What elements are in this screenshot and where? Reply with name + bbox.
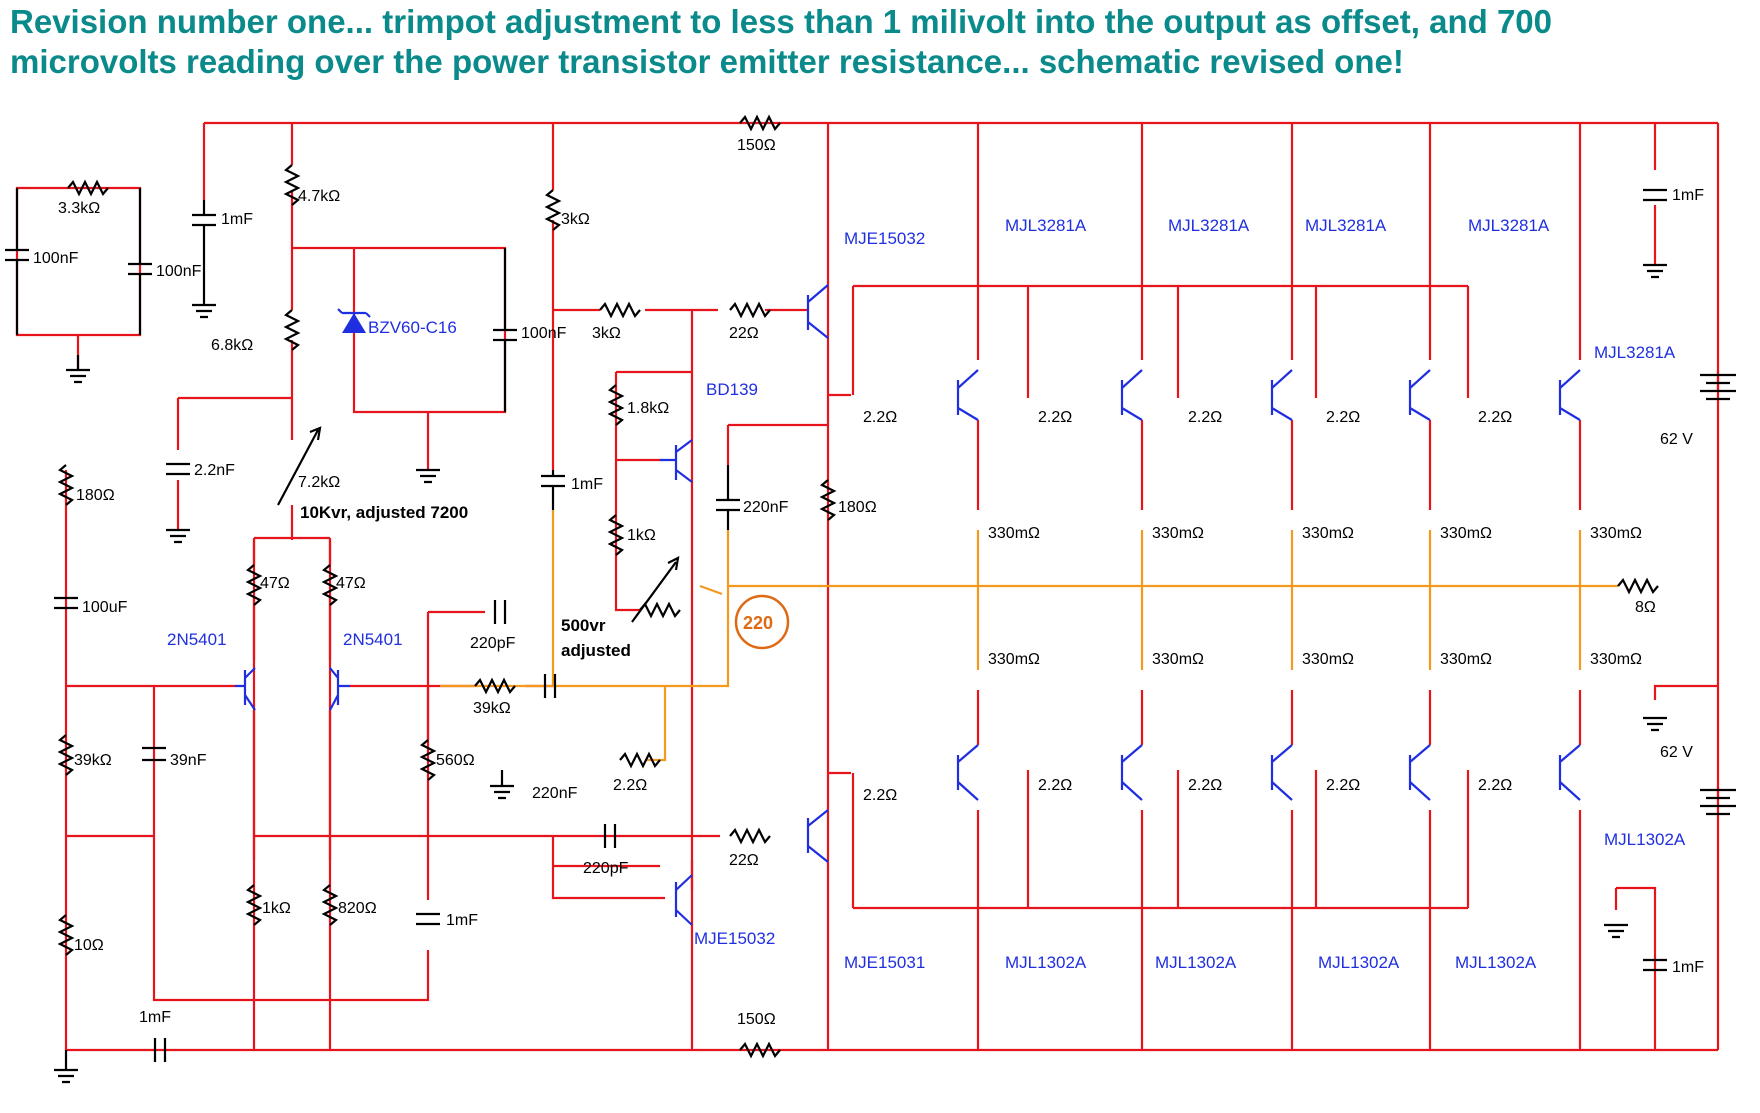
- label-c-220pf-b: 220pF: [583, 860, 629, 877]
- label-q-upper-1: MJL3281A: [1005, 216, 1087, 235]
- label-zener: BZV60-C16: [368, 318, 457, 337]
- label-c-100uf: 100uF: [82, 599, 128, 616]
- label-r-3k-v: 3kΩ: [561, 211, 590, 228]
- label-r-47-a: 47Ω: [260, 575, 290, 592]
- label-c-100nf-a: 100nF: [33, 250, 79, 267]
- label-r-1k-b: 1kΩ: [262, 900, 291, 917]
- label-r-gate-u1: 2.2Ω: [863, 409, 897, 426]
- label-q-mje15032-bot: MJE15032: [694, 929, 775, 948]
- label-q-lower-4: MJL1302A: [1455, 953, 1537, 972]
- label-r-22-bot: 22Ω: [729, 852, 759, 869]
- resistor-zigzags: [57, 114, 1659, 1059]
- label-r-gate-u4: 2.2Ω: [1326, 409, 1360, 426]
- label-v-bot: 62 V: [1660, 744, 1693, 761]
- label-c-1mf-top-right: 1mF: [1672, 187, 1704, 204]
- label-q-lower-1: MJL1302A: [1005, 953, 1087, 972]
- schematic-title: Revision number one... trimpot adjustmen…: [10, 2, 1750, 82]
- label-r-22-top: 22Ω: [729, 325, 759, 342]
- label-q-mje15032-top: MJE15032: [844, 229, 925, 248]
- zener-diode: [337, 308, 371, 333]
- ground-symbols: [54, 263, 1667, 1084]
- label-r-gate-l5: 2.2Ω: [1478, 777, 1512, 794]
- label-r-emitter-l3: 330mΩ: [1302, 651, 1354, 668]
- label-c-1mf-a: 1mF: [221, 211, 253, 228]
- label-r-150-top: 150Ω: [737, 137, 776, 154]
- label-r-gate-l4: 2.2Ω: [1326, 777, 1360, 794]
- label-r-1-8k: 1.8kΩ: [627, 400, 669, 417]
- label-r-emitter-l5: 330mΩ: [1590, 651, 1642, 668]
- label-r-6-8k: 6.8kΩ: [211, 337, 253, 354]
- label-r-47-b: 47Ω: [336, 575, 366, 592]
- label-c-1mf-b: 1mF: [571, 476, 603, 493]
- label-r-39k-v: 39kΩ: [74, 752, 112, 769]
- label-c-1mf-bot-right: 1mF: [1672, 959, 1704, 976]
- label-r-emitter-u5: 330mΩ: [1590, 525, 1642, 542]
- label-c-39nf: 39nF: [170, 752, 207, 769]
- label-r-emitter-l4: 330mΩ: [1440, 651, 1492, 668]
- label-r-emitter-u4: 330mΩ: [1440, 525, 1492, 542]
- label-r-emitter-u2: 330mΩ: [1152, 525, 1204, 542]
- label-q-upper-3: MJL3281A: [1305, 216, 1387, 235]
- label-q-bd139: BD139: [706, 380, 758, 399]
- label-note-500vr: 500vr: [561, 616, 606, 635]
- label-r-emitter-u1: 330mΩ: [988, 525, 1040, 542]
- label-q-lower-5: MJL1302A: [1604, 830, 1686, 849]
- label-r-gate-l2: 2.2Ω: [1038, 777, 1072, 794]
- supply-batteries: [1700, 373, 1736, 816]
- label-r-560: 560Ω: [436, 752, 475, 769]
- label-r-gate-u5: 2.2Ω: [1478, 409, 1512, 426]
- label-r-gate-l1: 2.2Ω: [863, 787, 897, 804]
- label-r-10: 10Ω: [74, 937, 104, 954]
- label-r-3-3k: 3.3kΩ: [58, 200, 100, 217]
- label-c-2-2nf: 2.2nF: [194, 462, 235, 479]
- label-v-top: 62 V: [1660, 431, 1693, 448]
- label-c-1mf-c: 1mF: [446, 912, 478, 929]
- label-c-100nf-b: 100nF: [156, 263, 202, 280]
- label-r-4-7k: 4.7kΩ: [298, 188, 340, 205]
- capacitor-plates: [5, 188, 1667, 1062]
- feedback-wiring: [440, 510, 1618, 762]
- transistor-symbols: [235, 284, 1581, 926]
- label-r-3k-h: 3kΩ: [592, 325, 621, 342]
- label-c-220nf-a: 220nF: [743, 499, 789, 516]
- label-q-upper-2: MJL3281A: [1168, 216, 1250, 235]
- label-q-lower-2: MJL1302A: [1155, 953, 1237, 972]
- label-note-adjusted: adjusted: [561, 641, 631, 660]
- label-q-2n5401-a: 2N5401: [167, 630, 227, 649]
- label-r-gate-u2: 2.2Ω: [1038, 409, 1072, 426]
- label-r-39k-h: 39kΩ: [473, 700, 511, 717]
- label-r-gate-l3: 2.2Ω: [1188, 777, 1222, 794]
- label-r-150-bot: 150Ω: [737, 1011, 776, 1028]
- label-r-180-mid: 180Ω: [838, 499, 877, 516]
- label-q-upper-4: MJL3281A: [1468, 216, 1550, 235]
- label-callout-220: 220: [743, 613, 773, 633]
- label-r-2-2-fb: 2.2Ω: [613, 777, 647, 794]
- label-r-820: 820Ω: [338, 900, 377, 917]
- label-r-180-left: 180Ω: [76, 487, 115, 504]
- label-r-emitter-u3: 330mΩ: [1302, 525, 1354, 542]
- component-labels: 150Ω 3.3kΩ 100nF 100nF 1mF 4.7kΩ 6.8kΩ B…: [33, 137, 1704, 1028]
- label-note-10k: 10Kvr, adjusted 7200: [300, 503, 468, 522]
- label-r-emitter-l1: 330mΩ: [988, 651, 1040, 668]
- label-r-emitter-l2: 330mΩ: [1152, 651, 1204, 668]
- label-r-load: 8Ω: [1635, 599, 1656, 616]
- label-c-1mf-d: 1mF: [139, 1009, 171, 1026]
- label-q-2n5401-b: 2N5401: [343, 630, 403, 649]
- title-line-2: microvolts reading over the power transi…: [10, 43, 1404, 80]
- label-c-220pf-a: 220pF: [470, 635, 516, 652]
- label-r-7-2k: 7.2kΩ: [298, 474, 340, 491]
- label-q-mje15031: MJE15031: [844, 953, 925, 972]
- label-r-1k-vbe: 1kΩ: [627, 527, 656, 544]
- label-q-upper-5: MJL3281A: [1594, 343, 1676, 362]
- callout-circle: [734, 594, 790, 650]
- label-c-220nf-b: 220nF: [532, 785, 578, 802]
- title-line-1: Revision number one... trimpot adjustmen…: [10, 3, 1553, 40]
- label-r-gate-u3: 2.2Ω: [1188, 409, 1222, 426]
- label-q-lower-3: MJL1302A: [1318, 953, 1400, 972]
- label-c-100nf-c: 100nF: [521, 325, 567, 342]
